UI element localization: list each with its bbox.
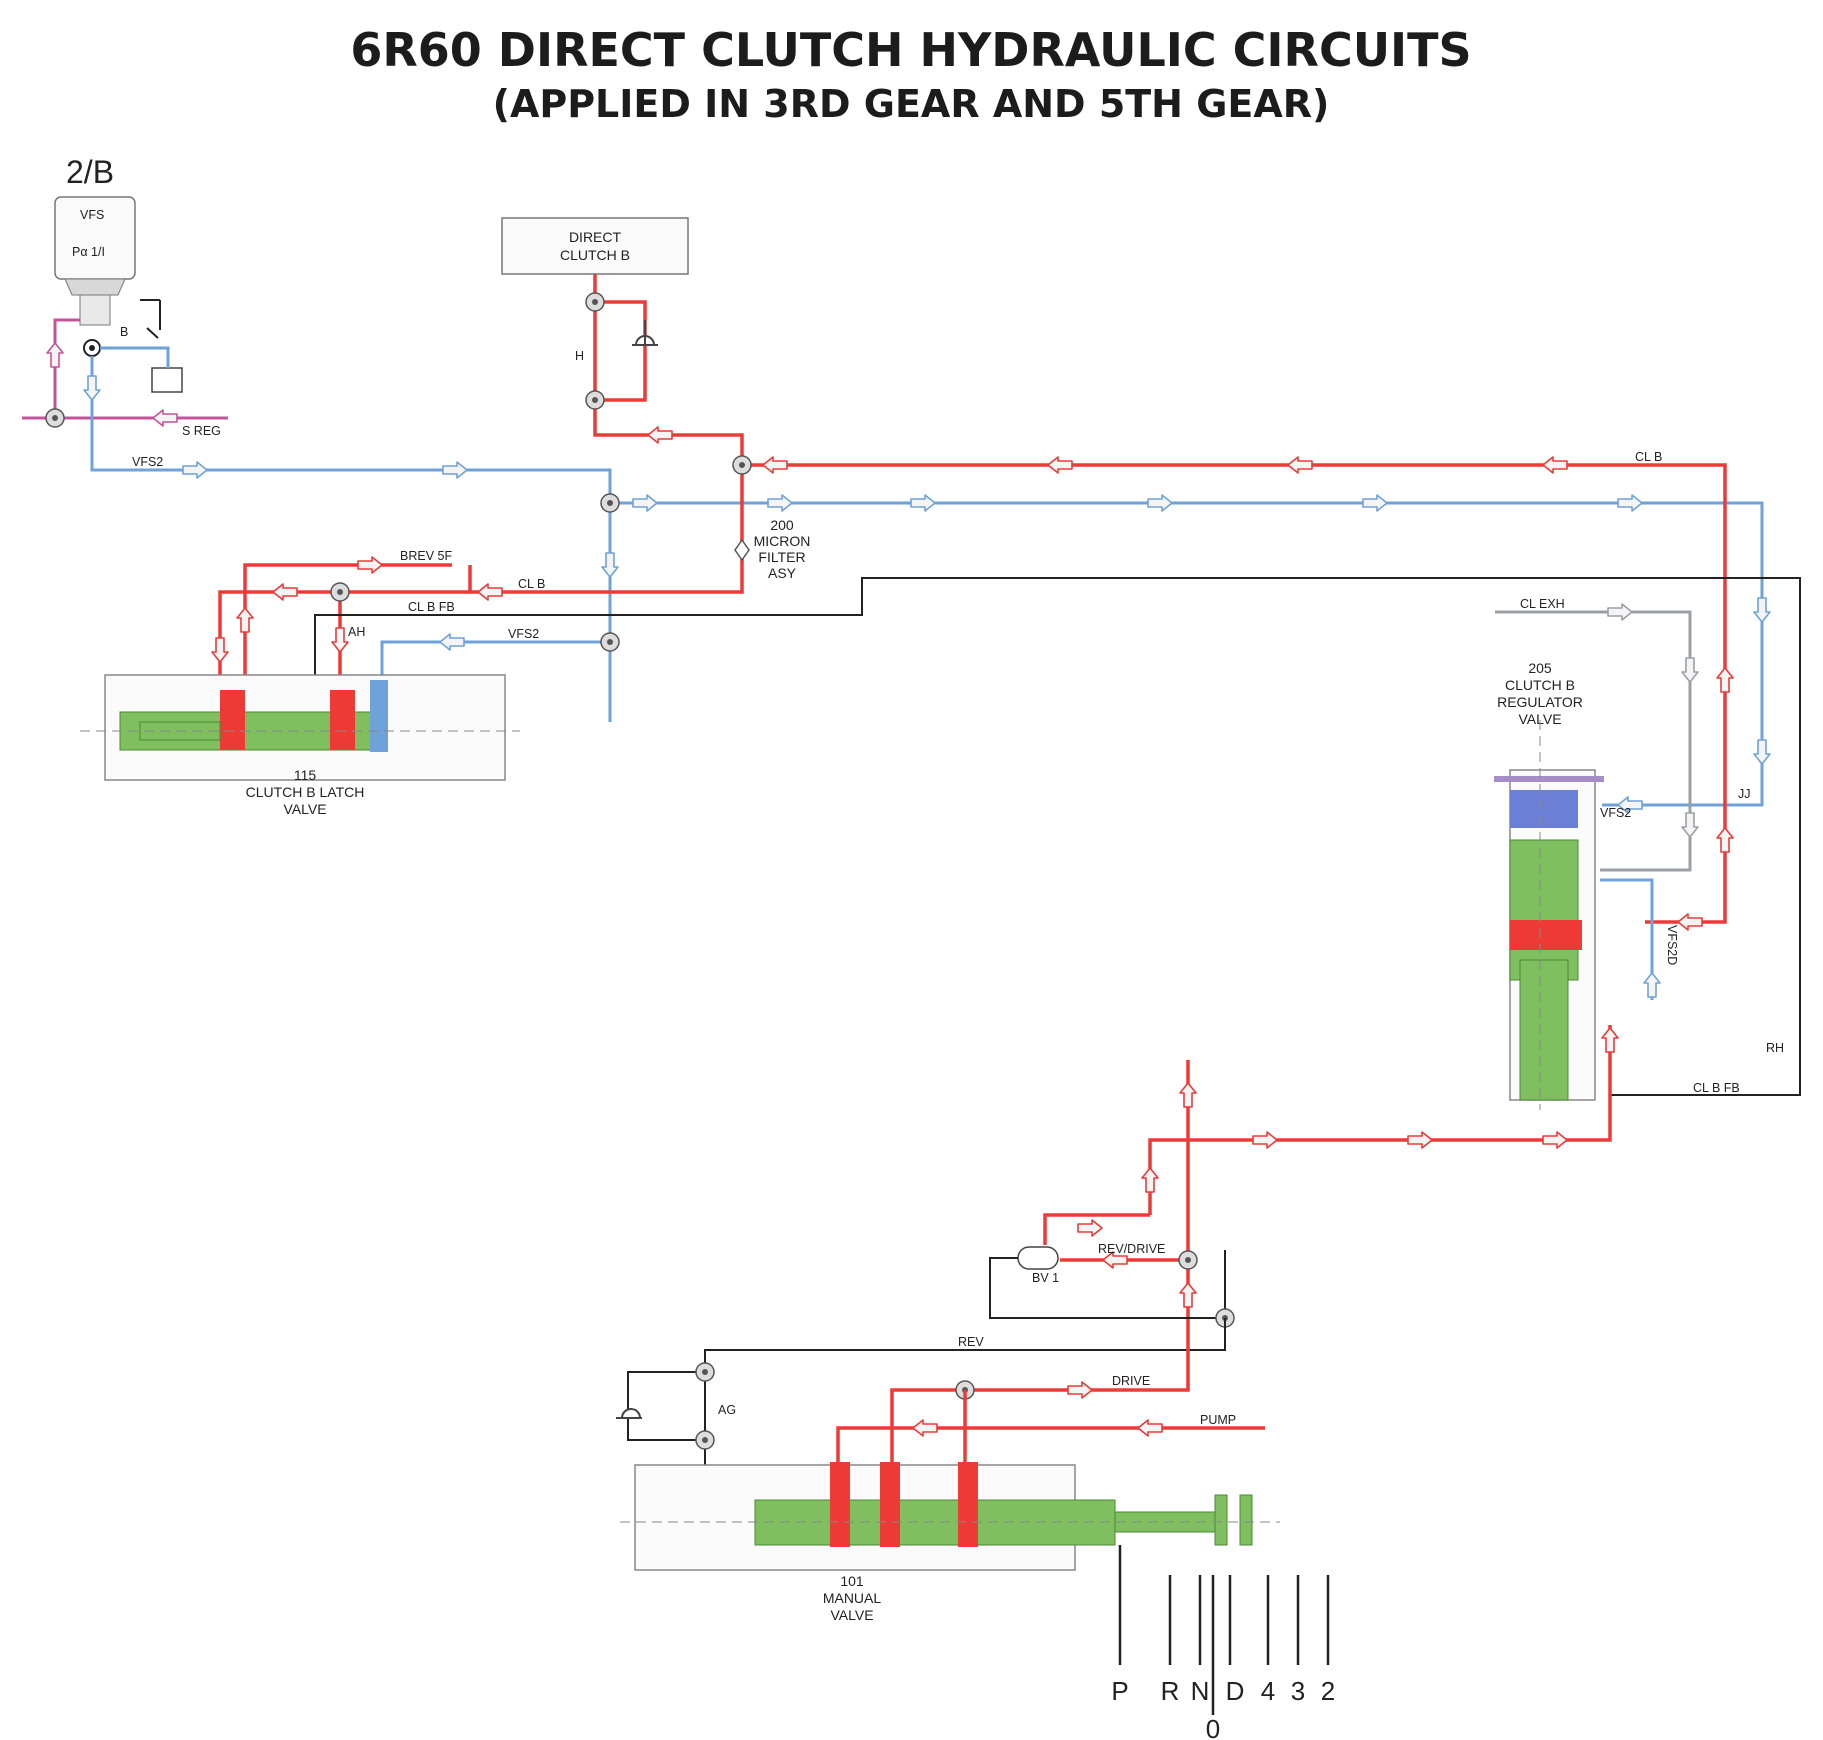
solenoid-vfs-label: VFS (80, 208, 104, 222)
label-cl-b-right: CL B (1635, 450, 1662, 464)
diagram-title: 6R60 DIRECT CLUTCH HYDRAULIC CIRCUITS (350, 23, 1471, 77)
selector-labels: P R N D 4 3 2 0 (1111, 1676, 1335, 1740)
ball-valve-label: BV 1 (1032, 1271, 1059, 1285)
exhaust-filter-icon (151, 367, 183, 393)
label-cl-b-left: CL B (518, 577, 545, 591)
gear-selector-scale (1118, 1545, 1330, 1715)
label-drive: DRIVE (1112, 1374, 1150, 1388)
filter-line4: ASY (768, 565, 797, 581)
label-vfs2d: VFS2D (1665, 925, 1679, 965)
filter-line1: 200 (770, 517, 794, 533)
filter-icon (734, 538, 750, 562)
selector-4: 4 (1261, 1676, 1275, 1706)
label-cl-b-fb-right: CL B FB (1693, 1081, 1740, 1095)
ag-accumulator-icon (616, 1408, 642, 1419)
accumulator-icon (632, 320, 658, 346)
label-vfs2-latch: VFS2 (508, 627, 539, 641)
regulator-number: 205 (1528, 660, 1552, 676)
ball-valve-icon (1017, 1246, 1059, 1270)
label-s-reg: S REG (182, 424, 221, 438)
clutch-b-latch-valve (80, 674, 520, 781)
direct-clutch-line1: DIRECT (569, 229, 622, 245)
diagram-subtitle: (APPLIED IN 3RD GEAR AND 5TH GEAR) (493, 82, 1330, 126)
label-rev: REV (958, 1335, 984, 1349)
label-pump: PUMP (1200, 1413, 1236, 1427)
filter-line2: MICRON (754, 533, 811, 549)
label-brev-5f: BREV 5F (400, 549, 452, 563)
manual-valve-name: MANUAL (823, 1590, 882, 1606)
label-ag: AG (718, 1403, 736, 1417)
label-h: H (575, 349, 584, 363)
direct-clutch-b-box (501, 217, 689, 275)
direct-clutch-line2: CLUTCH B (560, 247, 630, 263)
selector-n: N (1191, 1676, 1210, 1706)
selector-r: R (1161, 1676, 1180, 1706)
label-jj: JJ (1738, 787, 1751, 801)
latch-valve-type: VALVE (283, 801, 326, 817)
label-cl-b-fb-left: CL B FB (408, 600, 455, 614)
label-rh: RH (1766, 1041, 1784, 1055)
label-ah: AH (348, 625, 365, 639)
selector-3: 3 (1291, 1676, 1305, 1706)
filter-line3: FILTER (758, 549, 805, 565)
selector-zero: 0 (1206, 1714, 1220, 1740)
solenoid-2b: 2/B VFS Pα 1/I B (54, 154, 183, 393)
latch-valve-number: 115 (294, 767, 317, 783)
manual-valve-type: VALVE (830, 1607, 873, 1623)
label-rev-drive: REV/DRIVE (1098, 1242, 1165, 1256)
label-vfs2-top: VFS2 (132, 455, 163, 469)
solenoid-tag: 2/B (66, 154, 114, 190)
regulator-type1: REGULATOR (1497, 694, 1583, 710)
latch-valve-name: CLUTCH B LATCH (246, 784, 365, 800)
solenoid-b-label: B (120, 325, 128, 339)
label-vfs2-reg: VFS2 (1600, 806, 1631, 820)
manual-valve-number: 101 (840, 1573, 864, 1589)
regulator-type2: VALVE (1518, 711, 1561, 727)
manual-valve (620, 1462, 1280, 1571)
selector-2: 2 (1321, 1676, 1335, 1706)
clutch-b-regulator-valve (1494, 720, 1604, 1110)
selector-p: P (1111, 1676, 1128, 1706)
selector-d: D (1226, 1676, 1245, 1706)
solenoid-pa-label: Pα 1/I (72, 245, 105, 259)
regulator-name: CLUTCH B (1505, 677, 1575, 693)
label-cl-exh: CL EXH (1520, 597, 1565, 611)
